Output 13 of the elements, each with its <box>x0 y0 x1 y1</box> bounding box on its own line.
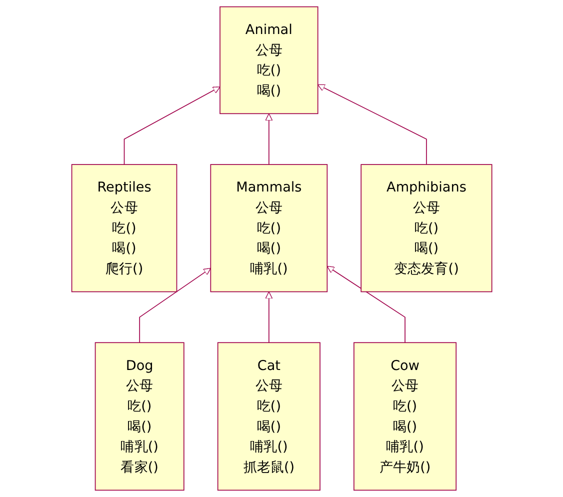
arrow <box>326 266 406 344</box>
arrow <box>317 84 427 165</box>
node-box: Mammals 公母 吃() 喝() 哺乳() <box>210 164 328 292</box>
arrow <box>138 268 211 344</box>
node-box: Animal 公母 吃() 喝() <box>219 6 318 114</box>
arrow <box>264 113 272 165</box>
node-box: Dog 公母 吃() 喝() 哺乳() 看家() <box>94 342 184 491</box>
node-box: Reptiles 公母 吃() 喝() 爬行() <box>71 164 177 292</box>
node-box: Cow 公母 吃() 喝() 哺乳() 产牛奶() <box>353 342 456 491</box>
node-box: Amphibians 公母 吃() 喝() 变态发育() <box>360 164 492 292</box>
arrow <box>264 291 272 344</box>
arrow <box>124 86 220 165</box>
node-box: Cat 公母 吃() 喝() 哺乳() 抓老鼠() <box>217 342 320 491</box>
